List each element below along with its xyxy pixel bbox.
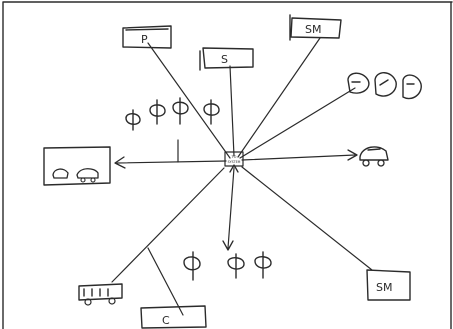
- connector-to-documents: [239, 87, 356, 159]
- bus-icon: [78, 283, 123, 306]
- symbol-lower-1: [183, 251, 201, 281]
- vehicle-wheel-right-2: [377, 159, 385, 167]
- sm-box-top-label: SM: [305, 23, 321, 36]
- connector-to-sm-box-bottom: [241, 166, 373, 271]
- connector-to-bus: [111, 167, 225, 283]
- node-sm-box-bottom: SM: [366, 269, 411, 301]
- document-icons: [347, 72, 422, 100]
- connector-to-bottom-center: [227, 167, 235, 249]
- sm-box-bottom-outline: [366, 269, 411, 301]
- node-s-box: S: [199, 47, 254, 71]
- connector-to-s-box: [229, 65, 235, 157]
- symbol-upper-1: [125, 109, 141, 131]
- vehicle-wheel-right-1: [362, 159, 370, 167]
- connector-to-sm-box-top: [237, 37, 321, 158]
- connector-to-left-box: [116, 160, 227, 164]
- connector-to-vehicle-right: [241, 154, 356, 161]
- symbol-cluster-lower: [183, 251, 272, 281]
- connector-lines: [111, 37, 373, 316]
- s-box-label: S: [221, 53, 228, 66]
- connector-to-c-box: [147, 247, 184, 316]
- center-label-line2: SYSTEM: [228, 160, 241, 164]
- symbol-lower-2: [227, 253, 245, 279]
- document-icon-3: [402, 74, 422, 100]
- c-box-label: C: [162, 314, 170, 327]
- s-box-outline: [199, 47, 254, 71]
- symbol-cluster-upper: [125, 97, 220, 131]
- vehicle-body-right: [359, 146, 389, 161]
- document-icon-2: [374, 72, 397, 97]
- center-system-box: [224, 151, 244, 167]
- sm-box-top-outline: [289, 14, 342, 41]
- symbol-lower-3: [254, 251, 272, 279]
- left-box-vehicle-2: [76, 168, 99, 179]
- connector-to-p-box: [147, 42, 231, 159]
- p-box-outline: [122, 25, 172, 49]
- symbol-upper-4: [203, 99, 220, 125]
- left-box-outline: [43, 146, 111, 186]
- center-label-line1: TO: [230, 155, 236, 159]
- bus-wheel-1: [84, 298, 92, 306]
- node-left-box: [43, 146, 111, 186]
- c-box-outline: [140, 305, 207, 329]
- left-box-wheel-2: [90, 177, 96, 183]
- symbol-upper-3: [172, 97, 189, 125]
- node-p-box: P: [122, 25, 172, 49]
- arrowhead-left: [114, 156, 126, 169]
- node-sm-box-top: SM: [289, 14, 342, 41]
- left-box-wheel-1: [80, 177, 86, 183]
- p-box-label: P: [141, 33, 148, 46]
- arrowheads: [114, 149, 358, 251]
- arrowhead-up-into-system: [229, 164, 239, 173]
- arrowhead-down: [222, 240, 234, 251]
- node-c-box: C: [140, 305, 207, 329]
- symbol-upper-2: [149, 99, 166, 125]
- bus-wheel-2: [108, 297, 116, 305]
- left-box-vehicle-1: [52, 168, 69, 179]
- document-icon-1: [347, 72, 370, 94]
- vehicle-icon-right: [359, 146, 389, 167]
- center-system-node: TO SYSTEM: [224, 151, 244, 167]
- sm-box-bottom-label: SM: [376, 281, 392, 294]
- arrowhead-right: [347, 149, 358, 161]
- bus-body: [78, 283, 123, 301]
